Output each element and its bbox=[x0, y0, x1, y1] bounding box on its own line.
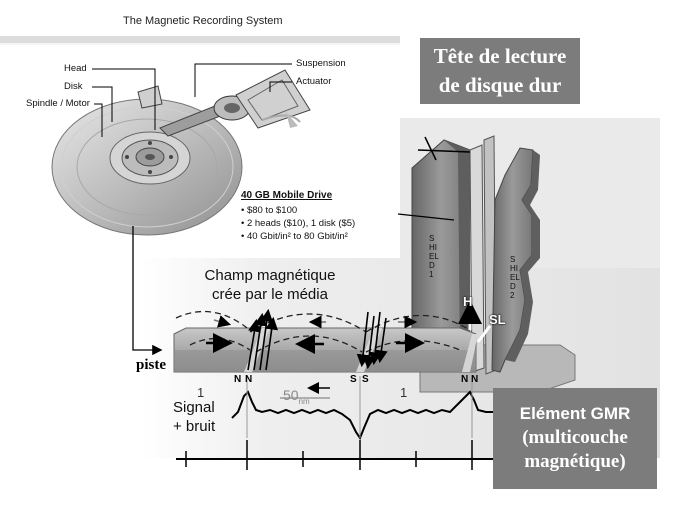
signal-line-2: + bruit bbox=[173, 417, 215, 436]
champ-line-1: Champ magnétique bbox=[186, 266, 354, 285]
champ-label: Champ magnétique crée par le média bbox=[186, 266, 354, 304]
label-disk: Disk bbox=[64, 81, 82, 92]
drive-spec-item: • 40 Gbit/in² to 80 Gbit/in² bbox=[241, 231, 348, 242]
drive-spec-item: • $80 to $100 bbox=[241, 205, 297, 216]
header-bar-shadow bbox=[0, 43, 400, 45]
label-suspension: Suspension bbox=[296, 58, 346, 69]
magnet-n: N bbox=[245, 374, 252, 385]
h-label: H bbox=[463, 294, 472, 309]
label-spindle-motor: Spindle / Motor bbox=[26, 98, 90, 109]
gmr-line-1: Elément GMR bbox=[493, 402, 657, 426]
champ-line-2: crée par le média bbox=[186, 285, 354, 304]
drive-spec-title: 40 GB Mobile Drive bbox=[241, 190, 332, 201]
title-box: Tête de lecture de disque dur bbox=[420, 38, 580, 104]
piste-label: piste bbox=[136, 357, 166, 374]
sl-label: SL bbox=[489, 312, 506, 327]
label-head: Head bbox=[64, 63, 87, 74]
media-track bbox=[174, 328, 478, 372]
shield-1-label: SHIELD 1 bbox=[429, 234, 439, 279]
top-title: The Magnetic Recording System bbox=[123, 15, 283, 27]
gmr-line-2: (multicouche bbox=[493, 426, 657, 450]
header-bar bbox=[0, 36, 400, 43]
magnet-n: N bbox=[234, 374, 241, 385]
drive-spec-item: • 2 heads ($10), 1 disk ($5) bbox=[241, 218, 355, 229]
shield-2-label: SHIELD 2 bbox=[510, 255, 520, 300]
signal-line-1: Signal bbox=[173, 398, 215, 417]
magnet-s: S bbox=[362, 374, 369, 385]
magnet-n: N bbox=[461, 374, 468, 385]
width-value: 50 bbox=[283, 387, 299, 403]
width-label: 50nm bbox=[283, 387, 310, 406]
title-line-1: Tête de lecture bbox=[420, 42, 580, 71]
bit-label-1: 1 bbox=[400, 385, 407, 400]
magnet-s: S bbox=[350, 374, 357, 385]
gmr-line-3: magnétique) bbox=[493, 450, 657, 474]
title-line-2: de disque dur bbox=[420, 71, 580, 100]
width-unit: nm bbox=[299, 397, 310, 406]
gmr-box: Elément GMR (multicouche magnétique) bbox=[493, 388, 657, 489]
signal-label: Signal + bruit bbox=[173, 398, 215, 436]
label-actuator: Actuator bbox=[296, 76, 331, 87]
magnet-n: N bbox=[471, 374, 478, 385]
hard-disk bbox=[52, 99, 242, 235]
